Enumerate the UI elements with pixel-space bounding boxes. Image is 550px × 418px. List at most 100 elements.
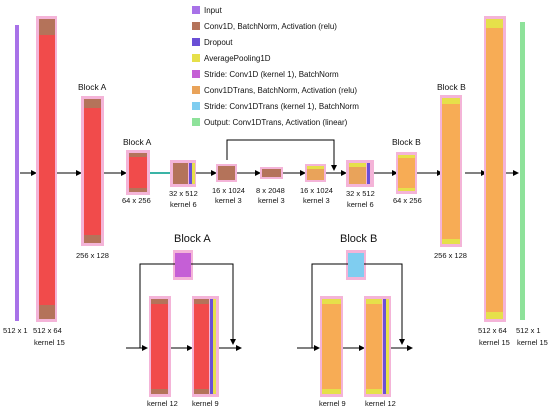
deconv-1-shape-label: 16 x 1024 [300, 186, 333, 195]
output-layer [520, 22, 525, 320]
first-conv-cap-bottom [39, 305, 55, 319]
block-a-2 [129, 153, 147, 192]
block-a-2-shape-label: 64 x 256 [122, 196, 151, 205]
block-b-kernel-1-label: kernel 9 [319, 399, 346, 408]
block-b-skip-in [311, 263, 348, 348]
conv-1-kernel-label: kernel 6 [170, 200, 197, 209]
block-a-conv-2-cap-bottom [194, 389, 209, 394]
block-a-1-title: Block A [78, 82, 107, 92]
deconv-2-shape-label: 32 x 512 [346, 189, 375, 198]
input-shape-label: 512 x 1 [3, 326, 28, 335]
conv-1-shape-label: 32 x 512 [169, 189, 198, 198]
conv-32x512-dropout [189, 163, 192, 184]
block-b-1-title: Block B [392, 137, 421, 147]
block-a-conv-2-cap-top [194, 299, 209, 304]
block-b-2-cap-bottom [442, 239, 460, 244]
block-a-2-cap-top [129, 153, 147, 157]
deconv-2-kernel-label: kernel 6 [347, 200, 374, 209]
block-b-kernel-2-label: kernel 12 [365, 399, 396, 408]
block-a-1-shape-label: 256 x 128 [76, 251, 109, 260]
block-b-detail: Block B kernel 9 kernel 12 [297, 233, 413, 408]
block-b-1 [398, 155, 415, 191]
block-b-convtrans-2-cap-top [366, 299, 382, 304]
block-a-stride-conv [175, 253, 191, 277]
deconv-32x512 [349, 163, 366, 184]
conv-32x512-pool [192, 163, 195, 184]
legend-swatch-stride-convtrans [192, 102, 200, 110]
block-a-conv-1-cap-top [151, 299, 168, 304]
main-flow-blocks [15, 16, 525, 322]
legend-label-dropout: Dropout [204, 38, 233, 47]
block-a-kernel-2-label: kernel 9 [192, 399, 219, 408]
legend-label-output: Output: Conv1DTrans, Activation (linear) [204, 118, 348, 127]
conv-2-kernel-label: kernel 3 [215, 196, 242, 205]
legend-label-avgpool: AveragePooling1D [204, 54, 271, 63]
legend-label-conv: Conv1D, BatchNorm, Activation (relu) [204, 22, 337, 31]
last-shape-label: 512 x 64 [478, 326, 507, 335]
deconv-32x512-dropout [367, 163, 370, 184]
legend-swatch-convtrans [192, 86, 200, 94]
legend-swatch-dropout [192, 38, 200, 46]
legend-label-stride-convtrans: Stride: Conv1DTrans (kernel 1), BatchNor… [204, 102, 359, 111]
block-b-convtrans-2-cap-bottom [366, 389, 382, 394]
block-a-1 [84, 99, 101, 243]
block-b-2-title: Block B [437, 82, 466, 92]
block-a-1-cap-bottom [84, 235, 101, 243]
block-b-detail-title: Block B [340, 233, 377, 245]
dense-kernel-label: kernel 3 [258, 196, 285, 205]
legend-swatch-input [192, 6, 200, 14]
block-b-1-shape-label: 64 x 256 [393, 196, 422, 205]
legend-label-convtrans: Conv1DTrans, BatchNorm, Activation (relu… [204, 86, 357, 95]
output-kernel-label: kernel 15 [517, 338, 548, 347]
first-shape-label: 512 x 64 [33, 326, 62, 335]
legend-swatch-avgpool [192, 54, 200, 62]
block-a-detail-arrows [126, 263, 242, 351]
main-flow-labels: 512 x 1 512 x 64 kernel 15 Block A 256 x… [3, 82, 548, 347]
block-b-skip-out [364, 263, 405, 345]
block-b-dropout [383, 299, 386, 394]
last-convtrans-cap-top [486, 19, 503, 28]
skip-connection-arrow [226, 139, 337, 171]
conv-32x512 [173, 163, 188, 184]
last-convtrans-layer [486, 19, 503, 319]
first-kernel-label: kernel 15 [34, 338, 65, 347]
last-kernel-label: kernel 15 [479, 338, 510, 347]
block-a-conv-1-cap-bottom [151, 389, 168, 394]
deconv-16x1024-body [307, 169, 324, 180]
block-b-2-shape-label: 256 x 128 [434, 251, 467, 260]
deconv-1-kernel-label: kernel 3 [303, 196, 330, 205]
block-a-2-cap-bottom [129, 188, 147, 192]
first-conv-layer [39, 19, 55, 319]
conv-16x1024 [218, 166, 235, 180]
last-convtrans-cap-bottom [486, 312, 503, 319]
output-shape-label: 512 x 1 [516, 326, 541, 335]
block-b-1-cap-top [398, 155, 415, 158]
legend-swatch-output [192, 118, 200, 126]
conv-2-shape-label: 16 x 1024 [212, 186, 245, 195]
legend-label-stride-conv: Stride: Conv1D (kernel 1), BatchNorm [204, 70, 339, 79]
dense-shape-label: 8 x 2048 [256, 186, 285, 195]
legend-label-input: Input [204, 6, 223, 15]
block-a-dropout [210, 299, 213, 394]
legend-swatch-stride-conv [192, 70, 200, 78]
block-a-2-title: Block A [123, 137, 152, 147]
block-a-1-cap-top [84, 99, 101, 108]
block-a-detail-title: Block A [174, 233, 211, 245]
block-b-convtrans-1 [322, 299, 341, 394]
dense-8x2048 [262, 169, 281, 177]
block-a-conv-1 [151, 299, 168, 394]
block-b-convtrans-2 [366, 299, 382, 394]
block-b-pool [386, 299, 389, 394]
block-b-1-cap-bottom [398, 188, 415, 191]
input-layer [15, 25, 19, 321]
deconv-32x512-cap [349, 163, 366, 167]
legend: Input Conv1D, BatchNorm, Activation (rel… [192, 6, 359, 127]
block-a-detail: Block A kernel 12 kernel 9 [126, 233, 242, 408]
block-a-pool [213, 299, 216, 394]
block-b-detail-arrows [297, 263, 413, 351]
legend-swatch-conv [192, 22, 200, 30]
block-b-2 [442, 98, 460, 244]
block-a-conv-2 [194, 299, 209, 394]
